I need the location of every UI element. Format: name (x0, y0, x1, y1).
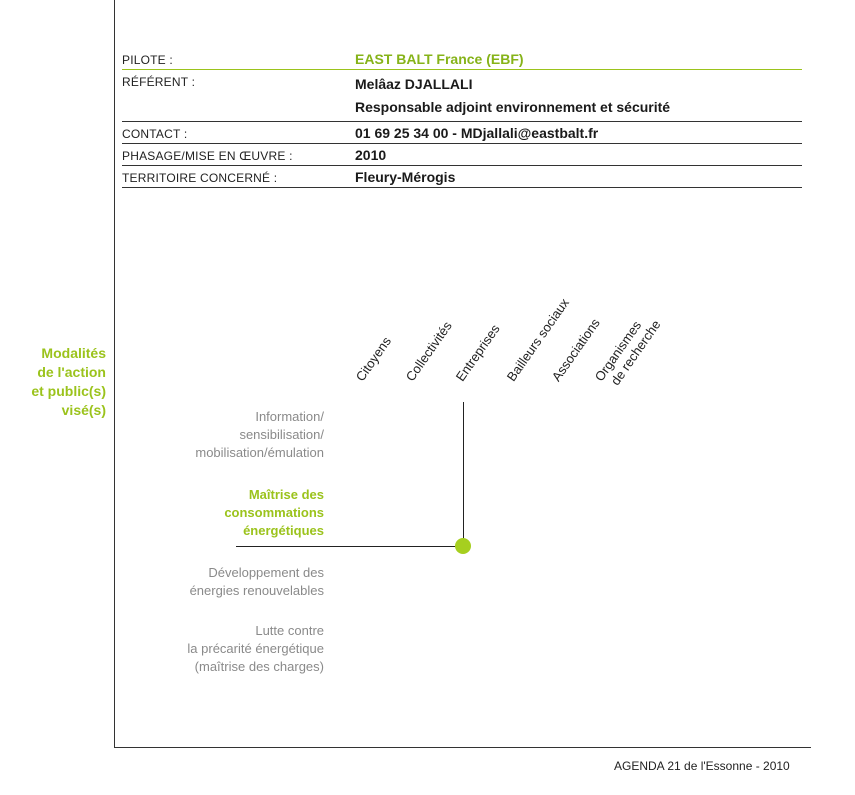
section-title-line: et public(s) (31, 383, 106, 399)
intersection-marker (455, 538, 471, 554)
modality-information: Information/ sensibilisation/ mobilisati… (195, 408, 324, 462)
section-title-line: visé(s) (61, 402, 106, 418)
modality-line: Maîtrise des (248, 487, 324, 502)
section-title: Modalités de l'action et public(s) visé(… (10, 344, 106, 420)
row-contact: CONTACT : 01 69 25 34 00 - MDjallali@eas… (122, 122, 802, 144)
frame-bottom-rule (114, 747, 811, 748)
phasage-value: 2010 (355, 147, 387, 163)
referent-role: Responsable adjoint environnement et séc… (355, 99, 671, 115)
modality-line: consommations (224, 505, 324, 520)
info-table: PILOTE : EAST BALT France (EBF) RÉFÉRENT… (122, 48, 802, 188)
modality-line: énergétiques (243, 523, 324, 538)
modality-maitrise-consommations: Maîtrise des consommations énergétiques (224, 486, 324, 540)
row-pilote: PILOTE : EAST BALT France (EBF) (122, 48, 802, 70)
territoire-value: Fleury-Mérogis (355, 169, 456, 185)
public-citoyens: Citoyens (352, 333, 395, 384)
pilote-value: EAST BALT France (EBF) (355, 51, 524, 67)
row-phasage: PHASAGE/MISE EN ŒUVRE : 2010 (122, 144, 802, 166)
modality-line: sensibilisation/ (239, 427, 324, 442)
modality-line: Lutte contre (255, 623, 324, 638)
row-referent: RÉFÉRENT : Melâaz DJALLALI Responsable a… (122, 70, 802, 122)
public-entreprises: Entreprises (452, 321, 503, 384)
modality-line: la précarité énergétique (187, 641, 324, 656)
modality-line: Information/ (255, 409, 324, 424)
section-title-line: Modalités (41, 345, 106, 361)
modality-line: mobilisation/émulation (195, 445, 324, 460)
section-title-line: de l'action (37, 364, 106, 380)
modality-connector-line (236, 546, 464, 547)
territoire-label: TERRITOIRE CONCERNÉ : (122, 171, 278, 185)
public-connector-line (463, 402, 464, 546)
referent-value: Melâaz DJALLALI Responsable adjoint envi… (355, 70, 802, 121)
public-collectivites: Collectivités (402, 318, 455, 384)
page-footer: AGENDA 21 de l'Essonne - 2010 (614, 759, 790, 773)
row-territoire: TERRITOIRE CONCERNÉ : Fleury-Mérogis (122, 166, 802, 188)
referent-label: RÉFÉRENT : (122, 75, 196, 89)
modality-precarite-energetique: Lutte contre la précarité énergétique (m… (187, 622, 324, 676)
contact-value: 01 69 25 34 00 - MDjallali@eastbalt.fr (355, 125, 599, 141)
referent-name: Melâaz DJALLALI (355, 76, 473, 92)
phasage-label: PHASAGE/MISE EN ŒUVRE : (122, 149, 293, 163)
modality-line: énergies renouvelables (189, 583, 324, 598)
frame-left-rule (114, 0, 115, 748)
pilote-label: PILOTE : (122, 53, 173, 67)
modality-energies-renouvelables: Développement des énergies renouvelables (190, 564, 324, 600)
contact-label: CONTACT : (122, 127, 188, 141)
modality-line: (maîtrise des charges) (194, 659, 324, 674)
modality-line: Développement des (208, 565, 324, 580)
